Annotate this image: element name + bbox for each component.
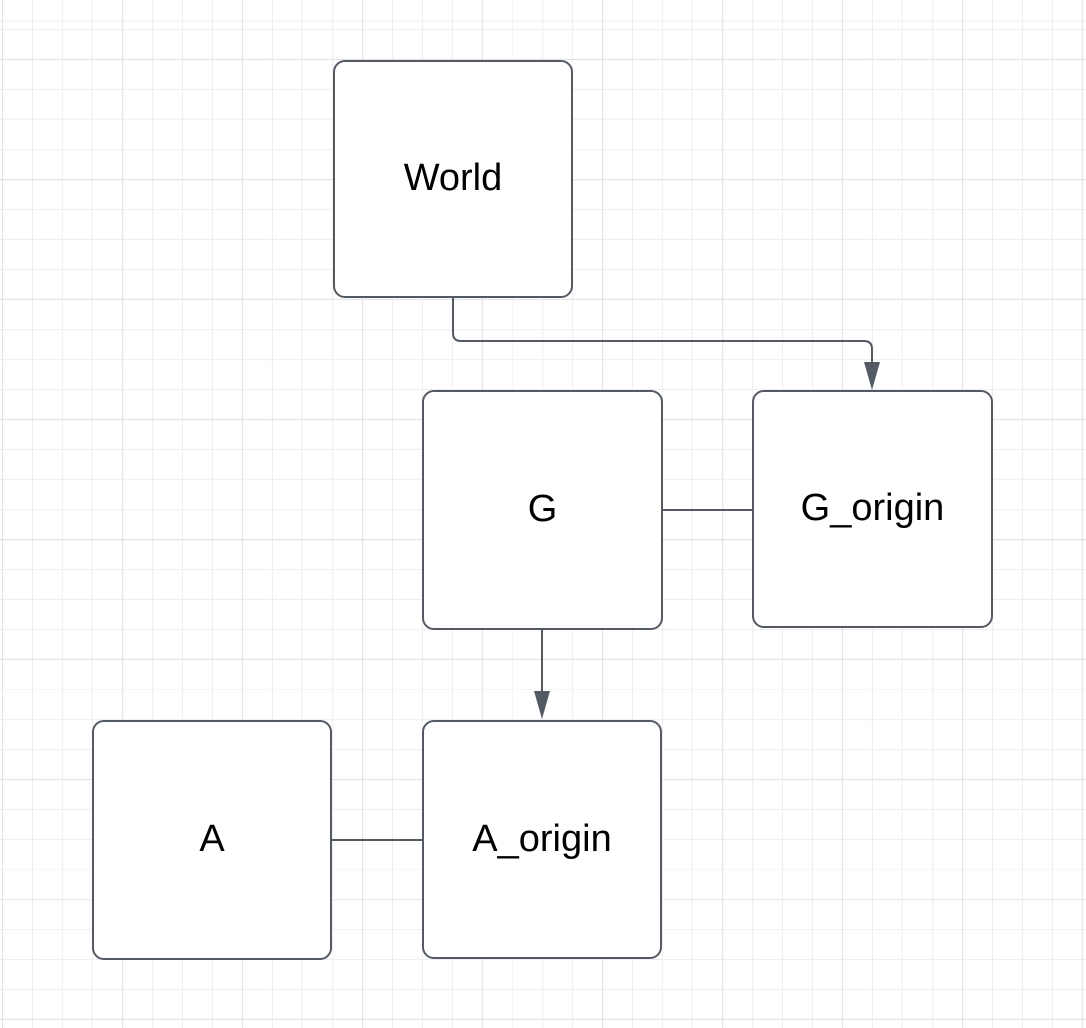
edge-world-to-g-origin-path[interactable] (452, 298, 873, 363)
arrowhead-down-icon (864, 362, 880, 390)
node-g[interactable]: G (422, 390, 663, 630)
node-g-origin[interactable]: G_origin (752, 390, 993, 628)
edge-world-to-g-origin[interactable] (452, 298, 880, 390)
arrowhead-down-icon (534, 691, 550, 719)
node-g-origin-label: G_origin (800, 487, 945, 530)
node-world-label: World (403, 157, 503, 200)
node-a-origin[interactable]: A_origin (422, 720, 662, 959)
node-a-origin-label: A_origin (472, 817, 612, 860)
node-world[interactable]: World (333, 60, 573, 298)
node-a[interactable]: A (92, 720, 332, 960)
node-a-label: A (199, 818, 225, 861)
node-g-label: G (527, 488, 558, 531)
edge-g-to-a-origin[interactable] (534, 630, 550, 719)
